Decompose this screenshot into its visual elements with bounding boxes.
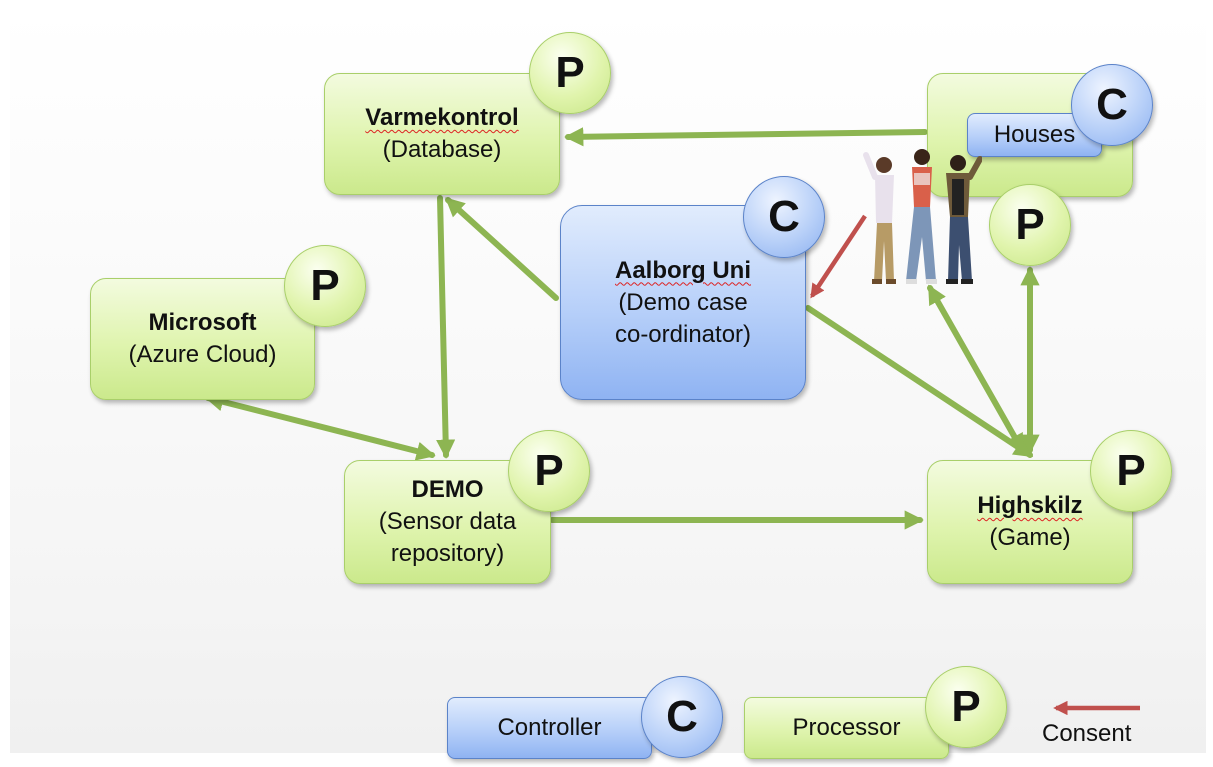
person-middle-icon bbox=[906, 149, 937, 284]
node-varmekontrol: Varmekontrol (Database) bbox=[324, 73, 560, 195]
arrow-aalborg-to-varmekontrol bbox=[445, 197, 559, 301]
node-demo-title: DEMO bbox=[411, 476, 484, 503]
arrow-varmekontrol-to-demo bbox=[436, 195, 456, 459]
person-right-icon bbox=[946, 155, 982, 284]
node-highskilz-title: Highskilz bbox=[977, 492, 1083, 519]
person-left-icon bbox=[863, 152, 896, 284]
badge-demo-processor: P bbox=[508, 430, 590, 512]
badge-microsoft-processor: P bbox=[284, 245, 366, 327]
badge-varmekontrol-processor: P bbox=[529, 32, 611, 114]
node-aalborg-uni-line3: co-ordinator) bbox=[614, 320, 752, 348]
node-aalborg-uni-title: Aalborg Uni bbox=[615, 256, 751, 284]
legend-consent-label: Consent bbox=[1042, 720, 1132, 747]
arrow-houses-to-varmekontrol bbox=[564, 127, 928, 147]
consent-arrow bbox=[810, 214, 867, 299]
node-demo-line2: (Sensor data bbox=[378, 508, 517, 535]
arrow-microsoft-demo bbox=[204, 392, 436, 461]
node-demo-line3: repository) bbox=[390, 540, 505, 567]
legend-processor: Processor bbox=[744, 697, 949, 759]
node-microsoft-subtitle: (Azure Cloud) bbox=[128, 341, 277, 368]
legend-controller: Controller bbox=[447, 697, 652, 759]
node-aalborg-uni-line2: (Demo case bbox=[618, 288, 748, 316]
group-of-people-icon bbox=[863, 149, 982, 284]
node-highskilz-subtitle: (Game) bbox=[989, 524, 1071, 551]
node-varmekontrol-subtitle: (Database) bbox=[382, 136, 502, 163]
node-varmekontrol-title: Varmekontrol bbox=[365, 104, 519, 131]
badge-houses-controller: C bbox=[1071, 64, 1153, 146]
node-microsoft-title: Microsoft bbox=[148, 309, 257, 336]
arrow-aalborg-to-highskilz bbox=[805, 305, 1034, 458]
badge-aalborg-controller: C bbox=[743, 176, 825, 258]
badge-houses-processor: P bbox=[989, 184, 1071, 266]
node-microsoft: Microsoft (Azure Cloud) bbox=[90, 278, 315, 400]
arrow-people-highskilz bbox=[927, 284, 1025, 454]
legend-processor-badge: P bbox=[925, 666, 1007, 748]
badge-highskilz-processor: P bbox=[1090, 430, 1172, 512]
legend-controller-badge: C bbox=[641, 676, 723, 758]
